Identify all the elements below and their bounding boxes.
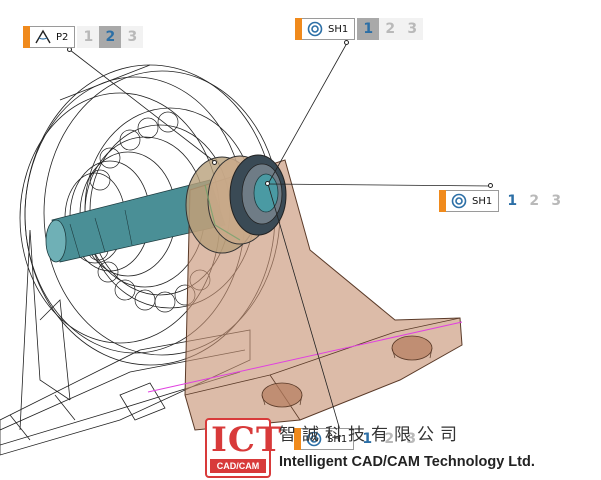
concentric-icon <box>307 21 323 37</box>
annotation-sh1-top[interactable]: SH1 1 2 3 <box>295 18 424 40</box>
hub-bearing <box>185 154 287 254</box>
logo-chinese-name: 智誠科技有限公司 <box>279 425 463 445</box>
annotation-p2[interactable]: P2 1 2 3 <box>23 26 144 48</box>
anchor-dot <box>265 181 270 186</box>
annotation-label: SH1 <box>472 195 493 207</box>
constraint-option-2[interactable]: 2 <box>378 428 401 450</box>
constraint-option-1[interactable]: 1 <box>356 428 379 450</box>
annotation-label: SH1 <box>328 23 349 35</box>
constraint-option-1[interactable]: 1 <box>501 190 524 212</box>
constraint-option-2[interactable]: 2 <box>99 26 122 48</box>
annotation-sh1-bottom[interactable]: SH1 1 2 3 <box>294 428 423 450</box>
anchor-dot <box>344 40 349 45</box>
constraint-option-3[interactable]: 3 <box>401 18 424 40</box>
annotation-accent <box>295 18 302 40</box>
annotation-label-box[interactable]: SH1 <box>301 428 355 450</box>
angle-measure-icon <box>35 29 51 44</box>
annotation-accent <box>294 428 301 450</box>
concentric-icon <box>451 193 467 209</box>
annotation-accent <box>439 190 446 212</box>
shaft <box>45 179 226 263</box>
annotation-label-box[interactable]: SH1 <box>446 190 500 212</box>
anchor-dot <box>488 183 493 188</box>
leader-lines <box>69 42 492 431</box>
constraint-option-3[interactable]: 3 <box>121 26 144 48</box>
constraint-option-3[interactable]: 3 <box>400 428 423 450</box>
constraint-option-2[interactable]: 2 <box>379 18 402 40</box>
constraint-option-1[interactable]: 1 <box>357 18 380 40</box>
constraint-option-1[interactable]: 1 <box>77 26 100 48</box>
annotation-sh1-right[interactable]: SH1 1 2 3 <box>439 190 568 212</box>
constraint-option-2[interactable]: 2 <box>523 190 546 212</box>
annotation-accent <box>23 26 30 48</box>
constraint-option-3[interactable]: 3 <box>545 190 568 212</box>
guide-line <box>147 321 463 393</box>
annotation-label: SH1 <box>327 433 348 445</box>
annotation-label-box[interactable]: P2 <box>30 26 76 48</box>
annotation-label: P2 <box>56 31 69 43</box>
logo-english-name: Intelligent CAD/CAM Technology Ltd. <box>279 454 535 470</box>
company-logo: ICT CAD/CAM 智誠科技有限公司 Intelligent CAD/CAM… <box>205 418 601 480</box>
logo-mark: ICT CAD/CAM <box>205 418 281 478</box>
anchor-dot <box>212 160 217 165</box>
logo-mark-text: ICT <box>211 420 283 460</box>
logo-mark-subtext: CAD/CAM <box>210 459 266 473</box>
annotation-label-box[interactable]: SH1 <box>302 18 356 40</box>
concentric-icon <box>306 431 322 447</box>
